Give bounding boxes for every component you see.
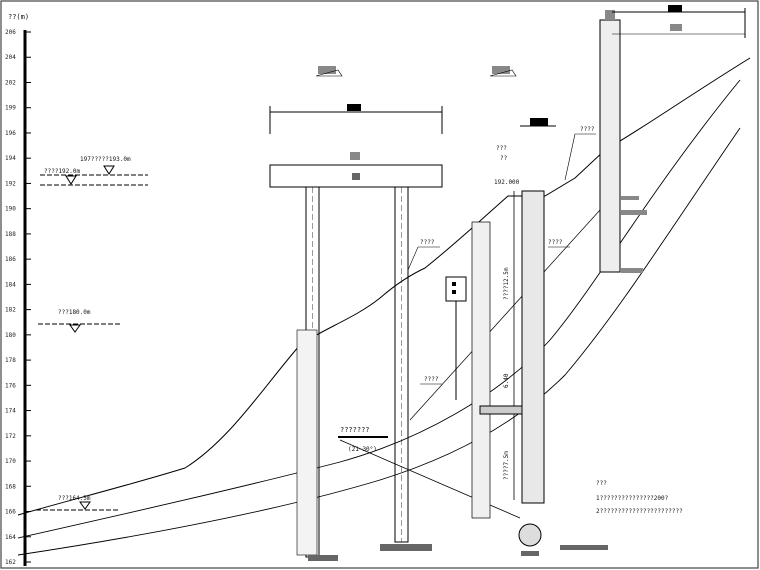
axis-tick-label: 192 bbox=[5, 180, 16, 187]
axis-tick-label: 196 bbox=[5, 130, 16, 137]
slope-label-c: ???? bbox=[548, 239, 563, 246]
slope-label-d: ???? bbox=[424, 376, 439, 383]
elev-192-label: 192.000 bbox=[494, 179, 520, 186]
water-level-mid-label: ???180.0m bbox=[58, 309, 91, 316]
water-level-mid: ???180.0m bbox=[38, 309, 120, 333]
section-label-block bbox=[521, 551, 539, 556]
depth-lower-label: ????7.5m bbox=[503, 451, 510, 480]
axis-tick-label: 204 bbox=[5, 54, 16, 61]
top-label-block bbox=[492, 66, 510, 74]
cap-label-block bbox=[350, 152, 360, 160]
left-pier-socket bbox=[296, 329, 318, 556]
signpost-board bbox=[445, 276, 467, 302]
upper-pile-head bbox=[605, 10, 615, 20]
ground-surface-line bbox=[17, 57, 751, 516]
slope-label-a: ???? bbox=[580, 126, 595, 133]
axis-ticks: 206 204 202 199 196 194 192 190 188 186 184 182 180 1… bbox=[5, 29, 31, 566]
note-title: ??? bbox=[596, 480, 607, 487]
water-level-top-b-label: ????192.0m bbox=[44, 168, 81, 175]
axis-tick-label: 178 bbox=[5, 357, 16, 364]
water-level-top: 197?????193.0m ????192.0m bbox=[40, 156, 148, 186]
axis-tick-label: 190 bbox=[5, 206, 16, 213]
mid-subtitle: (21~30°) bbox=[348, 446, 377, 453]
note-line-2: 2??????????????????????? bbox=[596, 508, 683, 515]
axis-tick-label: 194 bbox=[5, 155, 16, 162]
bridge-structure bbox=[269, 104, 443, 561]
base-label-block bbox=[308, 555, 338, 561]
axis-tick-label: 182 bbox=[5, 307, 16, 314]
upper-pile bbox=[599, 5, 746, 273]
pile-sub-label: ?? bbox=[500, 155, 508, 162]
axis-tick-label: 180 bbox=[5, 332, 16, 339]
axis-tick-label: 162 bbox=[5, 559, 16, 566]
axis-tick-label: 202 bbox=[5, 79, 16, 86]
anchor-plate bbox=[479, 405, 523, 415]
axis-tick-label: 164 bbox=[5, 534, 16, 541]
depth-upper-label: ????12.5m bbox=[503, 267, 510, 300]
upper-side-mark bbox=[621, 268, 643, 273]
wall-body bbox=[521, 190, 545, 504]
axis-tick-label: 168 bbox=[5, 483, 16, 490]
axis-tick-label: 176 bbox=[5, 382, 16, 389]
slope-label-a-leader bbox=[564, 133, 576, 181]
water-triangle-icon bbox=[103, 165, 115, 175]
top-label-block bbox=[318, 66, 336, 74]
water-level-low-label: ???164.5m bbox=[58, 495, 91, 502]
upper-label-block bbox=[670, 24, 682, 31]
water-triangle-icon bbox=[65, 175, 77, 185]
retaining-wall: ??? ?? 192.000 ????12.5m 6.40 ????7.5m bbox=[471, 118, 556, 556]
water-level-top-a-label: 197?????193.0m bbox=[80, 156, 131, 163]
slope-label-b-leader bbox=[407, 246, 419, 271]
elevation-axis: ??(m) 206 204 202 199 196 194 192 190 188 186 184 1… bbox=[5, 13, 31, 566]
base-label-block bbox=[380, 544, 432, 551]
axis-tick-label: 170 bbox=[5, 458, 16, 465]
survey-mark-icon bbox=[315, 69, 343, 77]
axis-tick-label: 199 bbox=[5, 105, 16, 112]
upper-pile-body bbox=[599, 19, 621, 273]
axis-tick-label: 184 bbox=[5, 281, 16, 288]
axis-tick-label: 172 bbox=[5, 433, 16, 440]
survey-mark-icon bbox=[489, 69, 517, 77]
axis-tick-label: 166 bbox=[5, 509, 16, 516]
axis-tick-label: 206 bbox=[5, 29, 16, 36]
axis-tick-label: 174 bbox=[5, 408, 16, 415]
axis-tick-label: 188 bbox=[5, 231, 16, 238]
front-wall bbox=[471, 221, 491, 519]
slip-plane-line-2 bbox=[409, 209, 601, 421]
axis-tick-label: 186 bbox=[5, 256, 16, 263]
dimension-text-block bbox=[347, 104, 361, 111]
upper-dimension-text bbox=[668, 5, 682, 12]
slope-label-b: ???? bbox=[420, 239, 435, 246]
signpost-mark bbox=[452, 282, 456, 286]
signpost-mark bbox=[452, 290, 456, 294]
rock-boundary-upper bbox=[17, 79, 741, 539]
mid-title: ??????? bbox=[340, 426, 370, 434]
bottom-label-block bbox=[560, 545, 608, 550]
upper-side-mark bbox=[621, 210, 647, 215]
water-level-low: ???164.5m bbox=[36, 495, 118, 511]
depth-mid-label: 6.40 bbox=[503, 373, 510, 388]
section-circle-icon bbox=[518, 523, 542, 547]
rock-boundary-lower bbox=[17, 127, 741, 556]
axis-title: ??(m) bbox=[8, 13, 29, 21]
wall-label-block bbox=[530, 118, 548, 126]
pile-top-label: ??? bbox=[496, 145, 507, 152]
note-line-1: 1???????????????200? bbox=[596, 495, 669, 502]
pile-cap bbox=[269, 164, 443, 188]
upper-side-mark bbox=[621, 196, 639, 200]
water-triangle-icon bbox=[79, 501, 91, 510]
cap-mark bbox=[352, 173, 360, 180]
water-triangle-icon bbox=[69, 324, 81, 333]
